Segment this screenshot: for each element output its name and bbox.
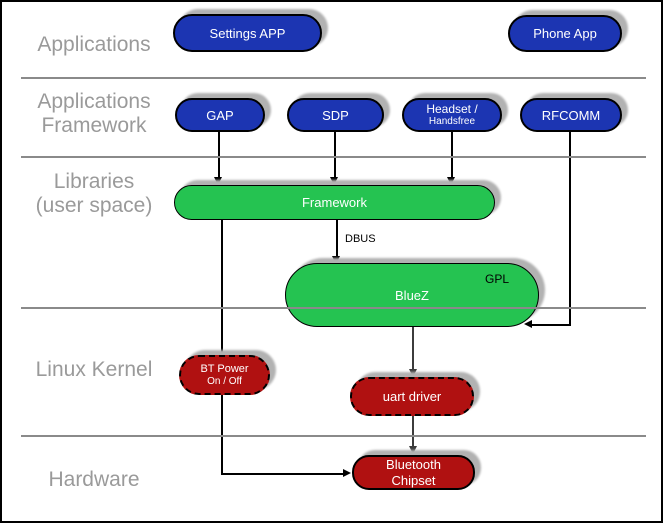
arrowhead-gap-framework	[214, 177, 222, 185]
arrowhead-sdp-framework	[330, 177, 338, 185]
layer-label-text: Linux Kernel	[35, 358, 153, 381]
node-label: BT Power	[200, 362, 249, 375]
arrow-framework-to-chipset-horizontal	[221, 473, 343, 475]
arrowhead-rfcomm-bluez	[524, 320, 532, 328]
node-settings-app: Settings APP	[173, 14, 322, 52]
divider-linux-kernel	[21, 435, 646, 437]
layer-label-text: Applications	[37, 90, 151, 113]
arrow-sdp-to-framework	[334, 132, 336, 179]
layer-label-text: Framework	[41, 114, 147, 137]
layer-label-linux-kernel: Linux Kernel	[10, 358, 178, 382]
layer-label-hardware: Hardware	[10, 468, 178, 492]
node-label: GAP	[206, 107, 234, 123]
node-label: BlueZ	[395, 287, 429, 303]
divider-applications-framework	[21, 156, 646, 158]
divider-applications	[21, 77, 646, 79]
node-bt-power: BT Power On / Off	[179, 355, 270, 395]
node-gap: GAP	[175, 98, 265, 132]
arrow-gap-to-framework	[218, 132, 220, 179]
arrowhead-dbus	[332, 256, 340, 264]
node-sdp: SDP	[287, 98, 384, 132]
node-label: Bluetooth	[386, 456, 441, 472]
dbus-label: DBUS	[345, 233, 376, 245]
node-framework: Framework	[174, 185, 495, 220]
node-label: Headset /	[426, 102, 478, 116]
node-bluez: BlueZ GPL	[285, 263, 539, 327]
node-uart-driver: uart driver	[350, 377, 474, 416]
arrow-framework-to-chipset-vertical	[221, 220, 223, 474]
layer-label-text: Hardware	[48, 468, 140, 491]
node-label: uart driver	[382, 389, 442, 404]
layer-label-text: Libraries	[53, 170, 135, 193]
arrow-rfcomm-to-bluez-horizontal	[531, 324, 571, 326]
gpl-tag: GPL	[484, 272, 509, 286]
node-label: RFCOMM	[541, 107, 601, 123]
layer-label-libraries-user-space: Libraries (user space)	[10, 170, 178, 218]
node-label-sub: Handsfree	[428, 116, 476, 127]
node-bluetooth-chipset: Bluetooth Chipset	[352, 455, 475, 490]
arrow-framework-to-bluez-dbus	[336, 220, 338, 258]
node-phone-app: Phone App	[508, 15, 622, 52]
arrow-rfcomm-to-bluez	[569, 132, 571, 325]
arrowhead-bluez-uart	[409, 369, 417, 377]
layer-label-applications: Applications	[10, 33, 178, 57]
arrow-headset-to-framework	[451, 132, 453, 179]
node-label: Phone App	[533, 26, 597, 41]
node-rfcomm: RFCOMM	[520, 98, 622, 132]
arrowhead-framework-chipset	[343, 469, 351, 477]
arrowhead-uart-chipset	[409, 446, 417, 454]
layer-label-applications-framework: Applications Framework	[10, 90, 178, 138]
node-label: SDP	[322, 107, 349, 123]
node-label: Chipset	[391, 472, 436, 488]
layer-label-text: Applications	[37, 33, 151, 56]
node-label: Framework	[301, 195, 367, 210]
divider-libraries	[21, 307, 646, 309]
layer-label-text: (user space)	[35, 194, 153, 217]
arrowhead-headset-framework	[447, 177, 455, 185]
arrow-bluez-to-uart	[412, 327, 414, 370]
node-label: Settings APP	[209, 25, 286, 41]
node-headset-handsfree: Headset / Handsfree	[402, 98, 502, 132]
arrow-uart-to-chipset	[412, 416, 414, 447]
node-label-sub: On / Off	[207, 375, 242, 387]
